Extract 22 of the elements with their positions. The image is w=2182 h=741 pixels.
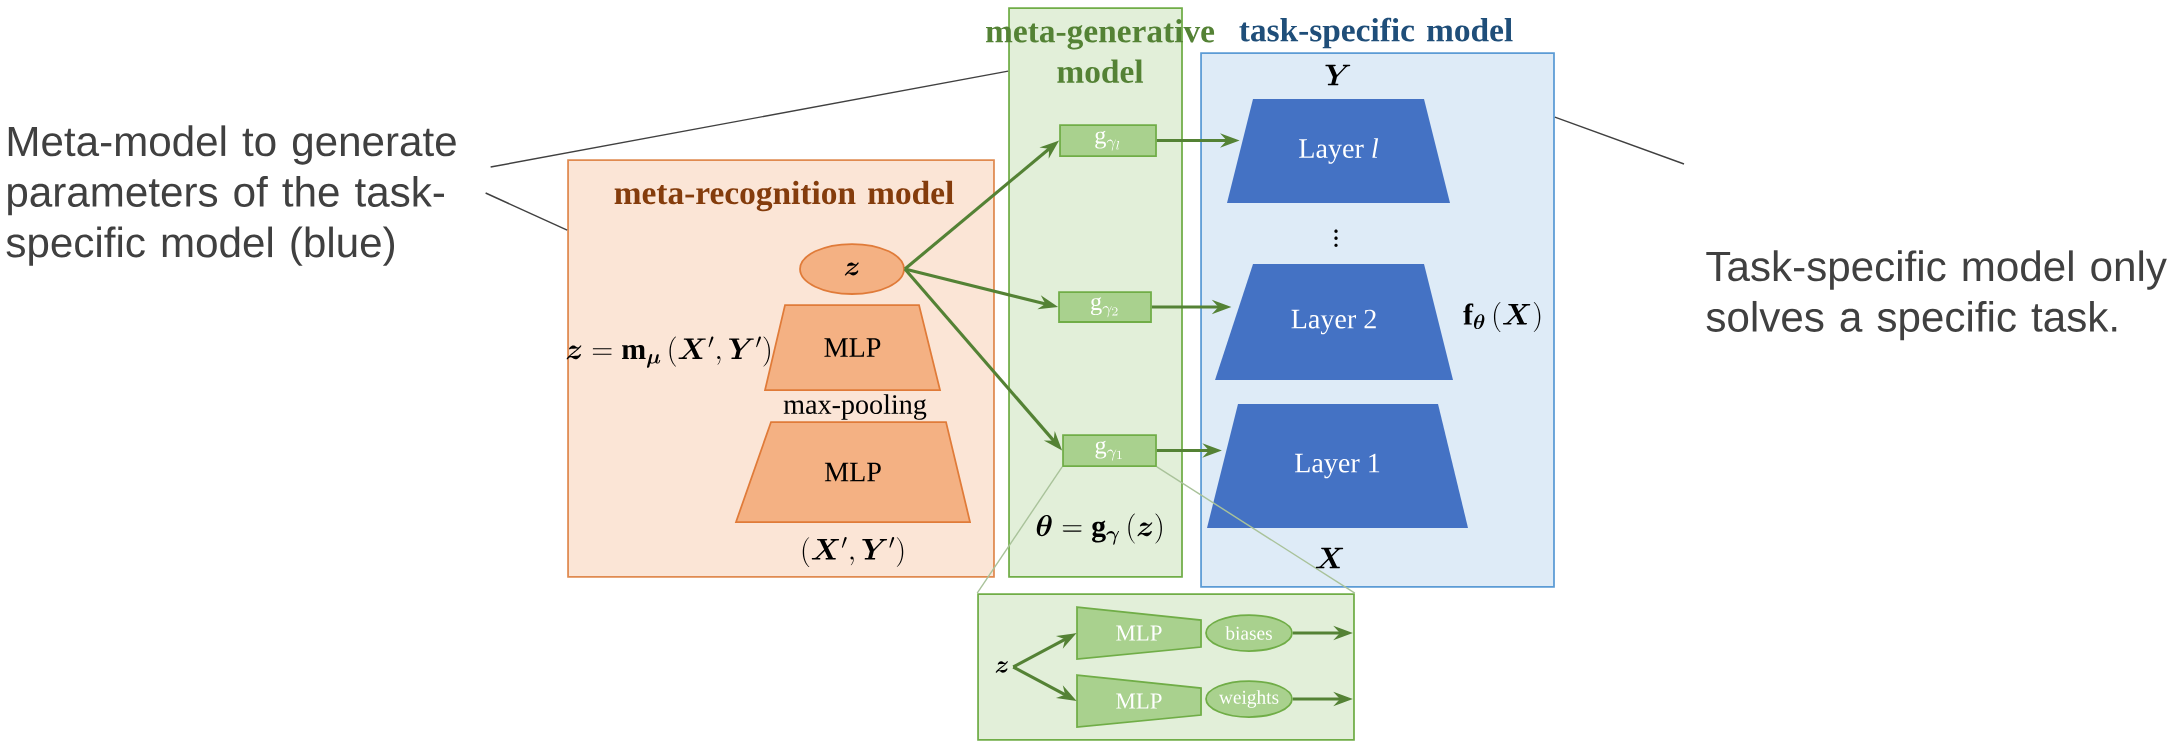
leader-line <box>484 192 568 231</box>
leader-line <box>489 70 1009 168</box>
operation-label: max-pooling <box>783 394 927 420</box>
ellipsis-dots: $\vdots$ <box>1334 229 1338 247</box>
variable-label: $\boldsymbol{z}$ <box>995 661 1008 673</box>
leader-line <box>976 466 1063 594</box>
formula: $\boldsymbol{\theta} = \mathbf{g}_{\boldsymbol{\gamma}}\,(\boldsymbol{z})$ <box>1036 513 1162 545</box>
generator-box: $\mathrm{g}_{\gamma_1}$ <box>1062 434 1157 467</box>
mlp-trapezoid: MLP <box>1076 606 1202 660</box>
annotation-text: Meta-model to generate parameters of the task-specific model (blue) <box>6 125 456 266</box>
layer-trapezoid: Layer 2 <box>1215 264 1453 380</box>
annotation-text: Task-specific model only solves a specific task. <box>1706 250 2167 341</box>
generator-box: $\mathrm{g}_{\gamma_2}$ <box>1058 291 1152 323</box>
generator-box: $\mathrm{g}_{\gamma_l}$ <box>1059 124 1157 157</box>
layer-trapezoid: Layer 1 <box>1207 404 1468 528</box>
leader-line <box>1156 466 1356 594</box>
leader-line <box>1554 116 1685 165</box>
panel-title: task-specific model <box>1239 17 1513 49</box>
mlp-trapezoid: MLP <box>1076 674 1202 728</box>
formula: $\boldsymbol{X}$ <box>1315 547 1344 569</box>
layer-trapezoid: Layer l <box>1227 99 1450 203</box>
panel-title: meta-recognition model <box>614 180 954 212</box>
